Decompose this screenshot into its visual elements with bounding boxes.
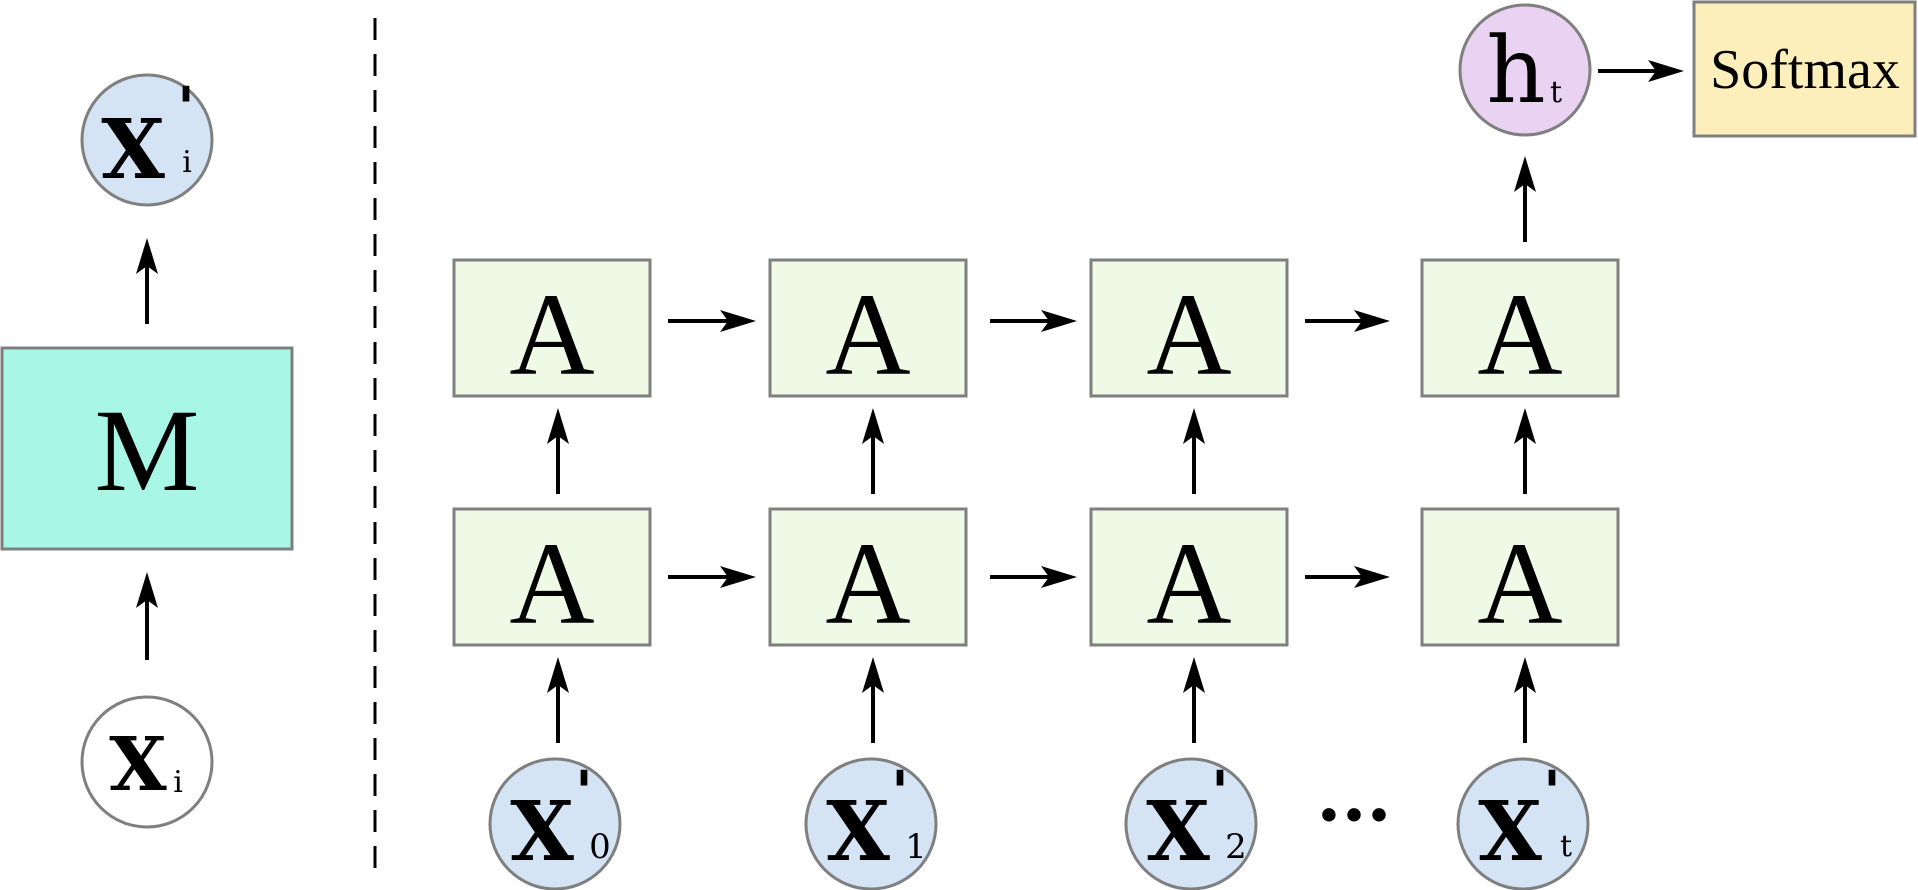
bottom-row-cells: A A A A	[452, 507, 1620, 649]
hidden-output-sub: t	[1550, 75, 1562, 110]
input-node-2: X ' 2	[1124, 757, 1258, 890]
hidden-output-node: h t	[1458, 3, 1592, 137]
bottom-row-arrows	[668, 566, 1390, 588]
input-node-1: X ' 1	[804, 757, 938, 890]
arrow-to-softmax	[1598, 60, 1684, 82]
input-arrows	[547, 657, 1536, 743]
cell-label: A	[825, 269, 910, 400]
input-sub: 1	[905, 827, 927, 867]
input-sub: 2	[1225, 827, 1247, 867]
cell-label: A	[509, 269, 594, 400]
ellipsis: ···	[1316, 772, 1391, 857]
input-prime: '	[1543, 758, 1561, 826]
arrow-to-hidden-output	[1514, 156, 1536, 242]
input-prime: '	[1211, 758, 1229, 826]
left-output-node: X ' i	[80, 73, 214, 207]
cell-label: A	[1146, 518, 1231, 649]
input-sub: 0	[589, 827, 611, 867]
cell-label: A	[825, 518, 910, 649]
input-node-t: X ' t	[1456, 757, 1590, 890]
cell-label: A	[1146, 269, 1231, 400]
cell-top-0: A	[452, 258, 652, 400]
softmax-box: Softmax	[1692, 0, 1917, 138]
left-input-base: X	[109, 722, 167, 808]
softmax-label: Softmax	[1710, 39, 1900, 101]
input-node-0: X ' 0	[488, 757, 622, 890]
model-box-label: M	[95, 385, 200, 516]
cell-top-3: A	[1420, 258, 1620, 400]
input-base: X	[826, 784, 890, 880]
inter-layer-arrows	[547, 408, 1536, 494]
cell-bottom-0: A	[452, 507, 652, 649]
model-box-m: M	[0, 346, 294, 551]
cell-bottom-3: A	[1420, 507, 1620, 649]
top-row-cells: A A A A	[452, 258, 1620, 400]
cell-bottom-1: A	[768, 507, 968, 649]
left-input-sub: i	[173, 765, 183, 800]
input-base: X	[1146, 784, 1210, 880]
cell-top-1: A	[768, 258, 968, 400]
arrow-input-to-m	[136, 572, 158, 660]
hidden-output-base: h	[1486, 17, 1545, 124]
arrow-m-to-output	[136, 238, 158, 324]
input-prime: '	[891, 758, 909, 826]
left-input-node: X i	[80, 695, 214, 829]
cell-label: A	[1477, 518, 1562, 649]
input-prime: '	[575, 758, 593, 826]
cell-bottom-2: A	[1089, 507, 1289, 649]
input-base: X	[510, 784, 574, 880]
cell-top-2: A	[1089, 258, 1289, 400]
cell-label: A	[509, 518, 594, 649]
left-output-base: X	[101, 102, 165, 198]
left-output-prime: '	[177, 74, 195, 142]
cell-label: A	[1477, 269, 1562, 400]
input-base: X	[1478, 784, 1542, 880]
left-output-sub: i	[182, 145, 192, 180]
top-row-arrows	[668, 310, 1390, 332]
input-sub: t	[1560, 829, 1572, 864]
